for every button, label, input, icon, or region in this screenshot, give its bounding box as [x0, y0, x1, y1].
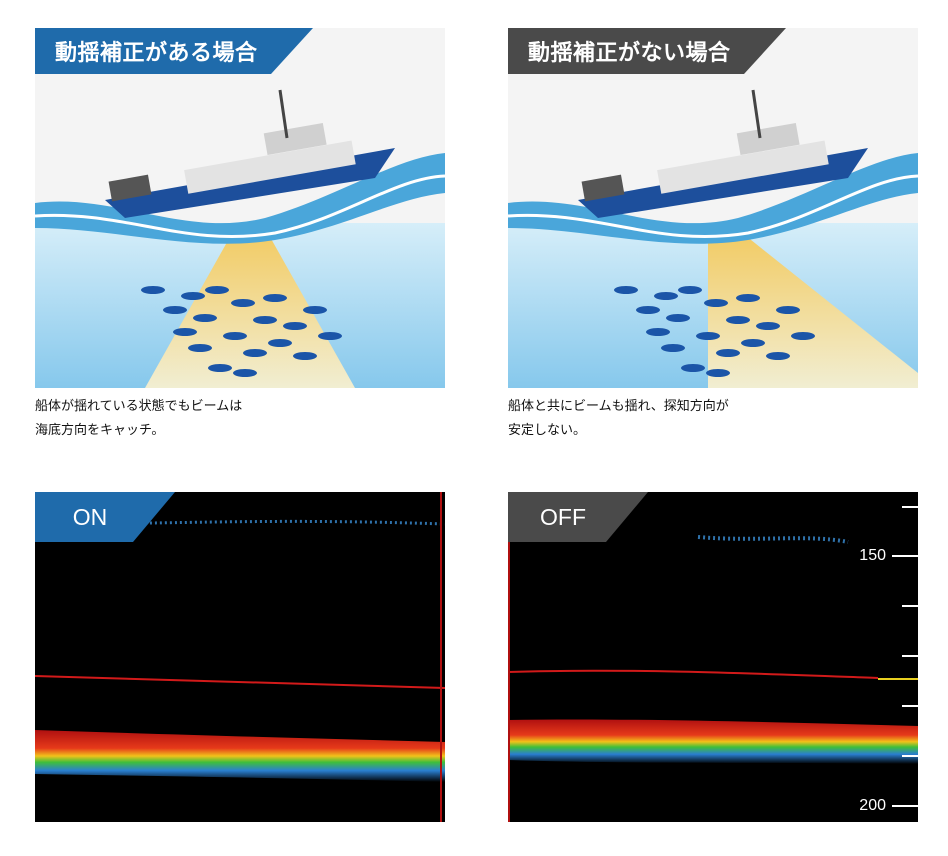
fish-school	[141, 286, 342, 377]
ship	[105, 89, 395, 218]
depth-scale	[892, 506, 918, 807]
seabed-echo	[508, 719, 918, 764]
surface-line	[508, 669, 879, 679]
echogram-svg-off	[508, 492, 918, 822]
sonar-beam	[708, 228, 918, 388]
surface-line	[35, 675, 445, 689]
illustration-svg-right	[508, 28, 918, 388]
wave	[508, 153, 918, 244]
depth-label-200: 200	[859, 797, 886, 814]
depth-label-150: 150	[859, 547, 886, 564]
panel-title: 動揺補正がない場合	[508, 28, 786, 74]
seabed-echo	[35, 730, 445, 782]
caption-right: 船体と共にビームも揺れ、探知方向が 安定しない。	[508, 399, 729, 438]
wave	[35, 153, 445, 244]
illustration-without-compensation: 動揺補正がない場合	[508, 28, 918, 388]
caption-left: 船体が揺れている状態でもビームは 海底方向をキャッチ。	[35, 399, 243, 438]
illustration-svg-left	[35, 28, 445, 388]
fish-school	[614, 286, 815, 377]
ship	[578, 89, 868, 218]
illustration-with-compensation: 動揺補正がある場合	[35, 28, 445, 388]
sonar-echogram-off: OFF 150 200	[508, 492, 918, 822]
panel-title: 動揺補正がある場合	[35, 28, 313, 74]
sonar-echogram-on: ON	[35, 492, 445, 822]
